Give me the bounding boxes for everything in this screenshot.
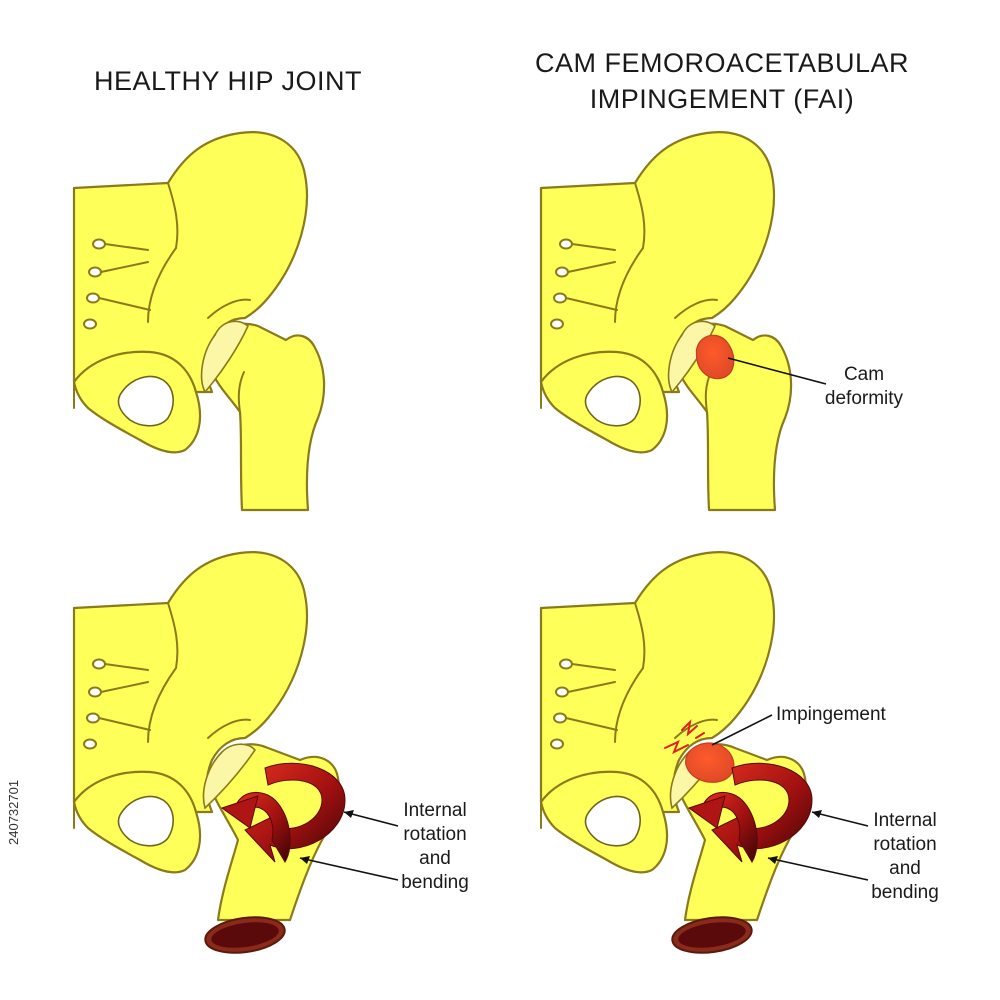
fai-title-line2: IMPINGEMENT (FAI) bbox=[590, 84, 855, 114]
rotation-label-line1: Internal bbox=[403, 800, 466, 821]
rotation-leaders-left bbox=[299, 810, 399, 881]
impingement-label: Impingement bbox=[776, 704, 887, 725]
cam-deformity-bump bbox=[695, 334, 735, 380]
rotation-label-line2: rotation bbox=[403, 824, 466, 845]
rotation-label-line3-right: and bbox=[889, 858, 921, 879]
healthy-hip-panel bbox=[72, 131, 326, 512]
cam-label-line1: Cam bbox=[844, 364, 884, 385]
cam-deformity-leader bbox=[727, 357, 827, 385]
impingement-spark-icon bbox=[664, 719, 705, 755]
cam-label-line2: deformity bbox=[825, 388, 904, 409]
rotation-label-line4: bending bbox=[401, 872, 469, 893]
impingement-bump bbox=[685, 742, 735, 783]
rotation-label-line3: and bbox=[419, 848, 451, 869]
rotation-leaders-right bbox=[767, 810, 869, 881]
impingement-leader bbox=[711, 714, 773, 746]
rotation-label-line4-right: bending bbox=[871, 882, 939, 903]
stock-id-watermark: 240732701 bbox=[6, 780, 21, 845]
healthy-title: HEALTHY HIP JOINT bbox=[94, 66, 362, 96]
fai-title-line1: CAM FEMOROACETABULAR bbox=[535, 48, 909, 78]
cam-deformity-panel bbox=[539, 131, 793, 512]
rotation-label-line2-right: rotation bbox=[873, 834, 936, 855]
femur-bone bbox=[200, 320, 326, 512]
rotation-label-line1-right: Internal bbox=[873, 810, 936, 831]
